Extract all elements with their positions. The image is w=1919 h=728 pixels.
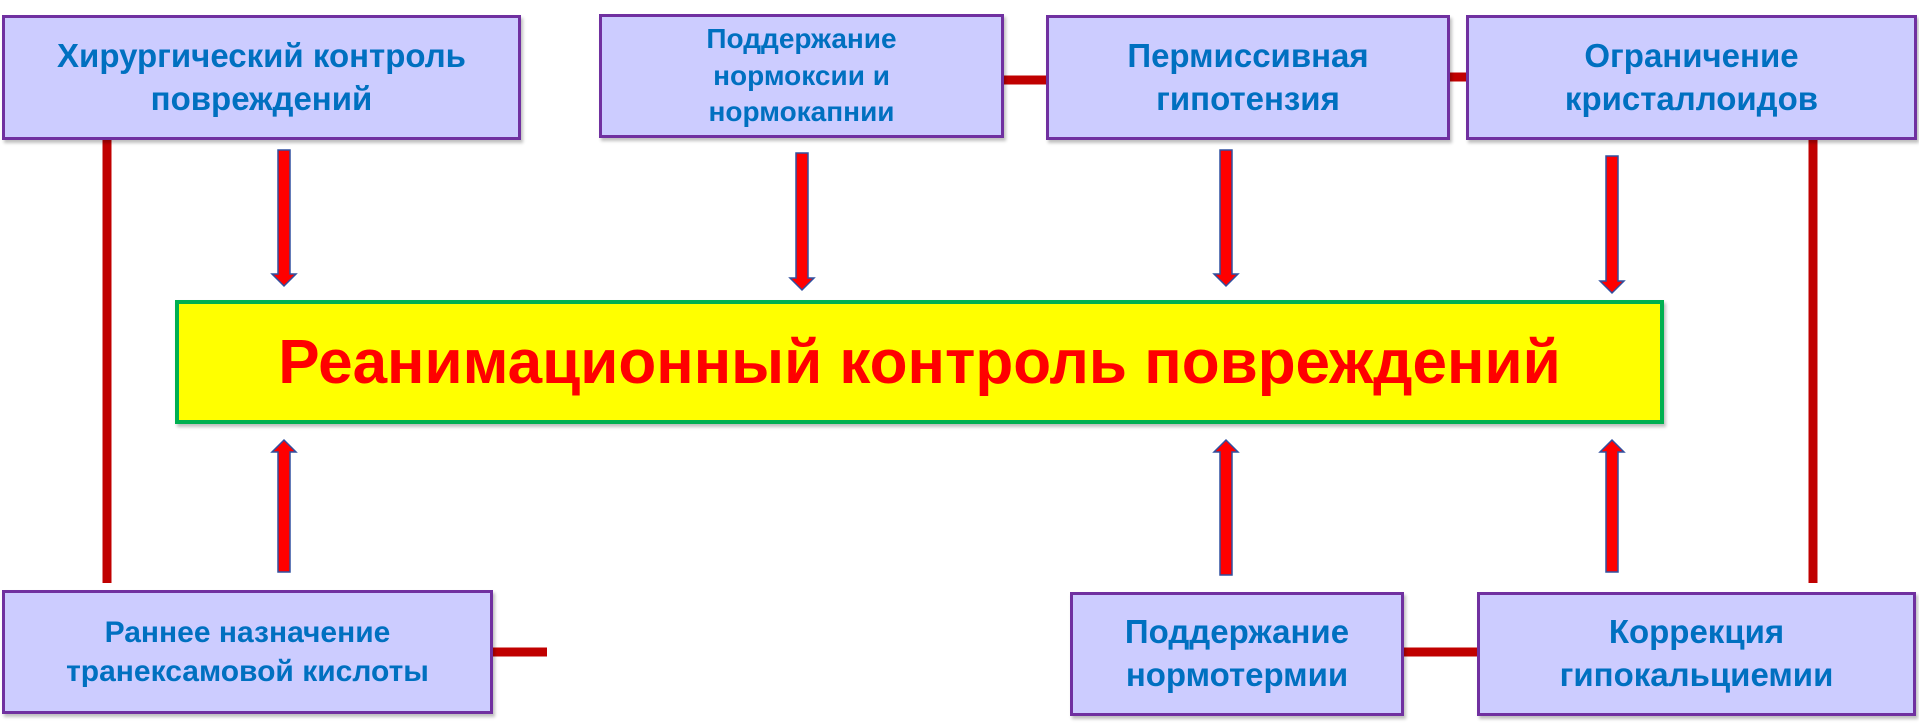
connectors — [102, 72, 1818, 657]
box-normothermia-label: Поддержание нормотермии — [1124, 613, 1350, 693]
box-hypocalcemia-correction: Коррекция гипокальциемии — [1477, 592, 1916, 716]
box-hypocalcemia-label: Коррекция гипокальциемии — [1559, 613, 1834, 693]
arrow-up-hypocalcemia — [1598, 438, 1626, 573]
arrow-down-crystalloids — [1598, 155, 1626, 295]
arrow-up-normothermia — [1212, 438, 1240, 576]
box-crystalloid-restriction: Ограничение кристаллоидов — [1466, 15, 1917, 140]
box-normoxia-normocapnia: Поддержание нормоксии и нормокапнии — [599, 14, 1004, 138]
box-tranexamic-label: Раннее назначение транексамовой кислоты — [66, 616, 429, 688]
box-normoxia-label: Поддержание нормоксии и нормокапнии — [706, 23, 897, 128]
arrow-down-surgical — [270, 149, 298, 288]
arrow-down-normoxia — [788, 152, 816, 292]
arrows — [270, 149, 1626, 576]
box-surgical-label: Хирургический контроль повреждений — [57, 36, 466, 117]
box-hypotension-label: Пермиссивная гипотензия — [1127, 36, 1369, 117]
arrow-up-tranexamic — [270, 438, 298, 573]
center-box: Реанимационный контроль повреждений — [175, 300, 1664, 424]
center-title: Реанимационный контроль повреждений — [278, 327, 1561, 397]
box-permissive-hypotension: Пермиссивная гипотензия — [1046, 15, 1450, 140]
box-surgical-damage-control: Хирургический контроль повреждений — [2, 15, 521, 140]
arrow-down-hypotension — [1212, 149, 1240, 288]
box-normothermia: Поддержание нормотермии — [1070, 592, 1404, 716]
box-crystalloids-label: Ограничение кристаллоидов — [1564, 36, 1819, 117]
box-tranexamic-acid: Раннее назначение транексамовой кислоты — [2, 590, 493, 714]
